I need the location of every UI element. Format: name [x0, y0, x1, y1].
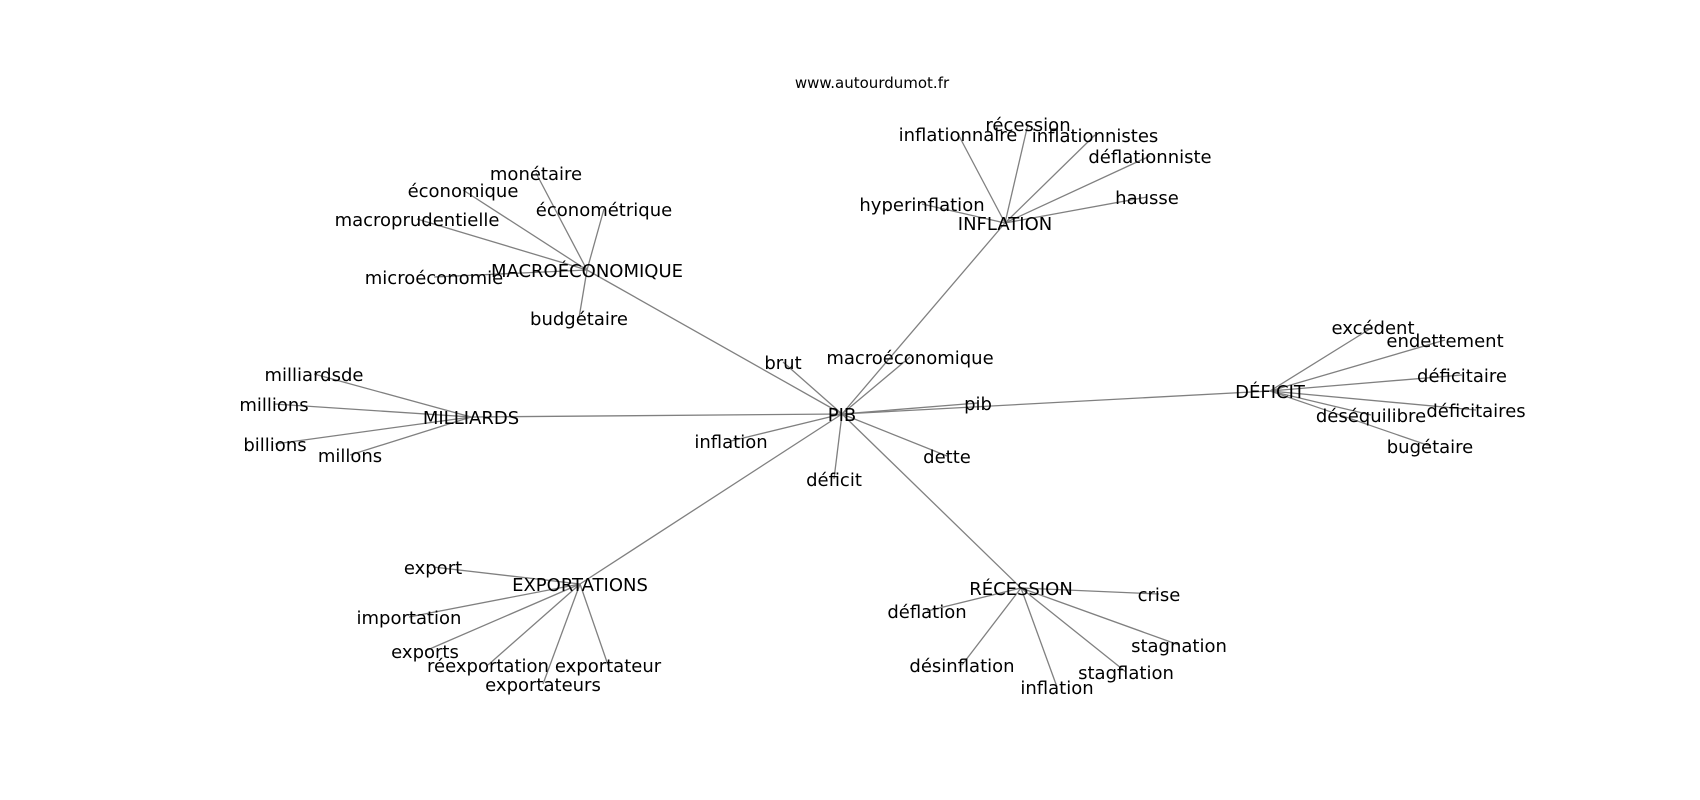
edge-milliards-billions — [274, 416, 472, 445]
edge-macro-macroprudentielle — [416, 218, 588, 271]
node-label-pib: PIB — [828, 405, 857, 426]
node-label-economique: économique — [408, 181, 519, 202]
edge-exportations-export — [432, 566, 581, 585]
node-label-macroprudentielle: macroprudentielle — [335, 210, 500, 231]
node-label-inflation2: inflation — [1020, 678, 1093, 699]
edge-recession-crise — [1020, 587, 1160, 595]
node-label-hyperinflation: hyperinflation — [859, 195, 984, 216]
graph-edges — [273, 123, 1477, 688]
node-label-exportations: EXPORTATIONS — [512, 575, 648, 596]
edge-macro-economique — [462, 189, 588, 271]
edge-pib-recession — [841, 413, 1022, 589]
node-label-inflationnistes: inflationnistes — [1032, 126, 1159, 147]
edge-exportations-exportateur — [579, 583, 609, 666]
node-label-crise: crise — [1138, 585, 1181, 606]
edge-exportations-exportateurs — [542, 583, 581, 685]
node-label-exports: exports — [391, 642, 459, 663]
node-label-desinflation: désinflation — [909, 656, 1014, 677]
edge-deficit-deficitaire — [1269, 374, 1463, 392]
edge-inflation-recession1 — [1004, 123, 1029, 224]
edge-exportations-exports — [424, 583, 581, 652]
edge-exportations-importation — [408, 583, 581, 618]
node-label-excedent: excédent — [1331, 318, 1414, 339]
edge-inflation-inflationnaire — [957, 133, 1006, 224]
node-label-billions: billions — [243, 435, 306, 456]
node-label-exportateurs: exportateurs — [485, 675, 601, 696]
edge-macro-monetaire — [535, 172, 588, 271]
edge-milliards-millons — [349, 416, 472, 456]
node-label-microeconomie: microéconomie — [365, 268, 503, 289]
edge-inflation-hausse — [1004, 196, 1148, 224]
edge-macro-econometrique — [586, 208, 605, 271]
node-label-inflation1: inflation — [694, 432, 767, 453]
edge-pib-dette — [841, 413, 948, 457]
graph-nodes: PIB brut macroéconomique pib inflation défici… — [239, 115, 1525, 699]
node-label-exportateur: exportateur — [555, 656, 662, 677]
node-label-milliardsde: milliardsde — [265, 365, 364, 386]
edge-pib-milliards — [470, 413, 843, 418]
node-label-monetaire: monétaire — [490, 164, 582, 185]
edge-inflation-inflationnistes — [1004, 134, 1096, 224]
node-label-deflationniste: déflationniste — [1088, 147, 1211, 168]
edge-pib-deficit — [841, 390, 1271, 415]
site-url: www.autourdumot.fr — [795, 74, 950, 92]
node-label-inflation: INFLATION — [958, 214, 1052, 235]
edge-pib-macroeconomique — [841, 356, 911, 415]
edge-pib-macro — [586, 269, 843, 415]
node-label-brut: brut — [764, 353, 801, 374]
edge-macro-budgetaire — [578, 269, 588, 319]
node-label-deficit: déficit — [806, 470, 862, 491]
node-label-deficit: DÉFICIT — [1235, 381, 1306, 403]
edge-inflation-hyperinflation — [921, 203, 1006, 224]
node-label-reexportation: réexportation — [427, 656, 549, 677]
edge-recession-stagflation — [1020, 587, 1127, 673]
edge-milliards-millions — [273, 403, 472, 418]
node-label-dette: dette — [923, 447, 971, 468]
edge-milliards-milliardsde — [313, 373, 472, 418]
edge-macro-microeconomie — [433, 269, 588, 278]
node-label-stagnation: stagnation — [1131, 636, 1227, 657]
edge-deficit-deficitaires — [1269, 390, 1477, 411]
node-label-macroeconomique: macroéconomique — [826, 348, 993, 369]
node-label-deficitaire: déficitaire — [1417, 366, 1507, 387]
node-label-deflation: déflation — [887, 602, 966, 623]
node-label-pib: pib — [964, 394, 992, 415]
edge-deficit-bugetaire — [1269, 390, 1431, 447]
edge-recession-deflation — [926, 587, 1022, 612]
edge-deficit-endettement — [1269, 339, 1446, 392]
node-label-macro: MACROÉCONOMIQUE — [491, 260, 683, 282]
edge-pib-inflation1 — [730, 413, 843, 442]
edge-pib-exportations — [579, 413, 843, 585]
edge-pib-brut — [782, 361, 843, 415]
node-label-inflationnaire: inflationnaire — [899, 125, 1018, 146]
node-label-econometrique: économétrique — [536, 200, 672, 221]
node-label-export: export — [404, 558, 462, 579]
node-label-hausse: hausse — [1115, 188, 1179, 209]
node-label-budgetaire: budgétaire — [530, 309, 628, 330]
edge-deficit-excedent — [1269, 326, 1374, 392]
edge-pib-deficit — [833, 413, 843, 480]
node-label-millons: millons — [318, 446, 382, 467]
node-label-recession1: récession — [985, 115, 1070, 136]
node-label-milliards: MILLIARDS — [423, 408, 519, 429]
node-label-deficitaires: déficitaires — [1426, 401, 1525, 422]
node-label-recession: RÉCESSION — [969, 578, 1073, 600]
node-label-importation: importation — [357, 608, 462, 629]
node-label-endettement: endettement — [1386, 331, 1503, 352]
edge-inflation-deflationniste — [1004, 155, 1151, 224]
node-label-millions: millions — [239, 395, 308, 416]
node-label-stagflation: stagflation — [1078, 663, 1174, 684]
edge-exportations-reexportation — [487, 583, 581, 666]
edge-pib-inflation — [841, 222, 1006, 415]
edge-deficit-desequilibre — [1269, 390, 1372, 416]
edge-recession-desinflation — [961, 587, 1022, 666]
node-label-bugetaire: bugétaire — [1387, 437, 1474, 458]
node-label-desequilibre: déséquilibre — [1316, 406, 1426, 427]
edge-recession-stagnation — [1020, 587, 1180, 646]
edge-recession-inflation2 — [1020, 587, 1058, 688]
